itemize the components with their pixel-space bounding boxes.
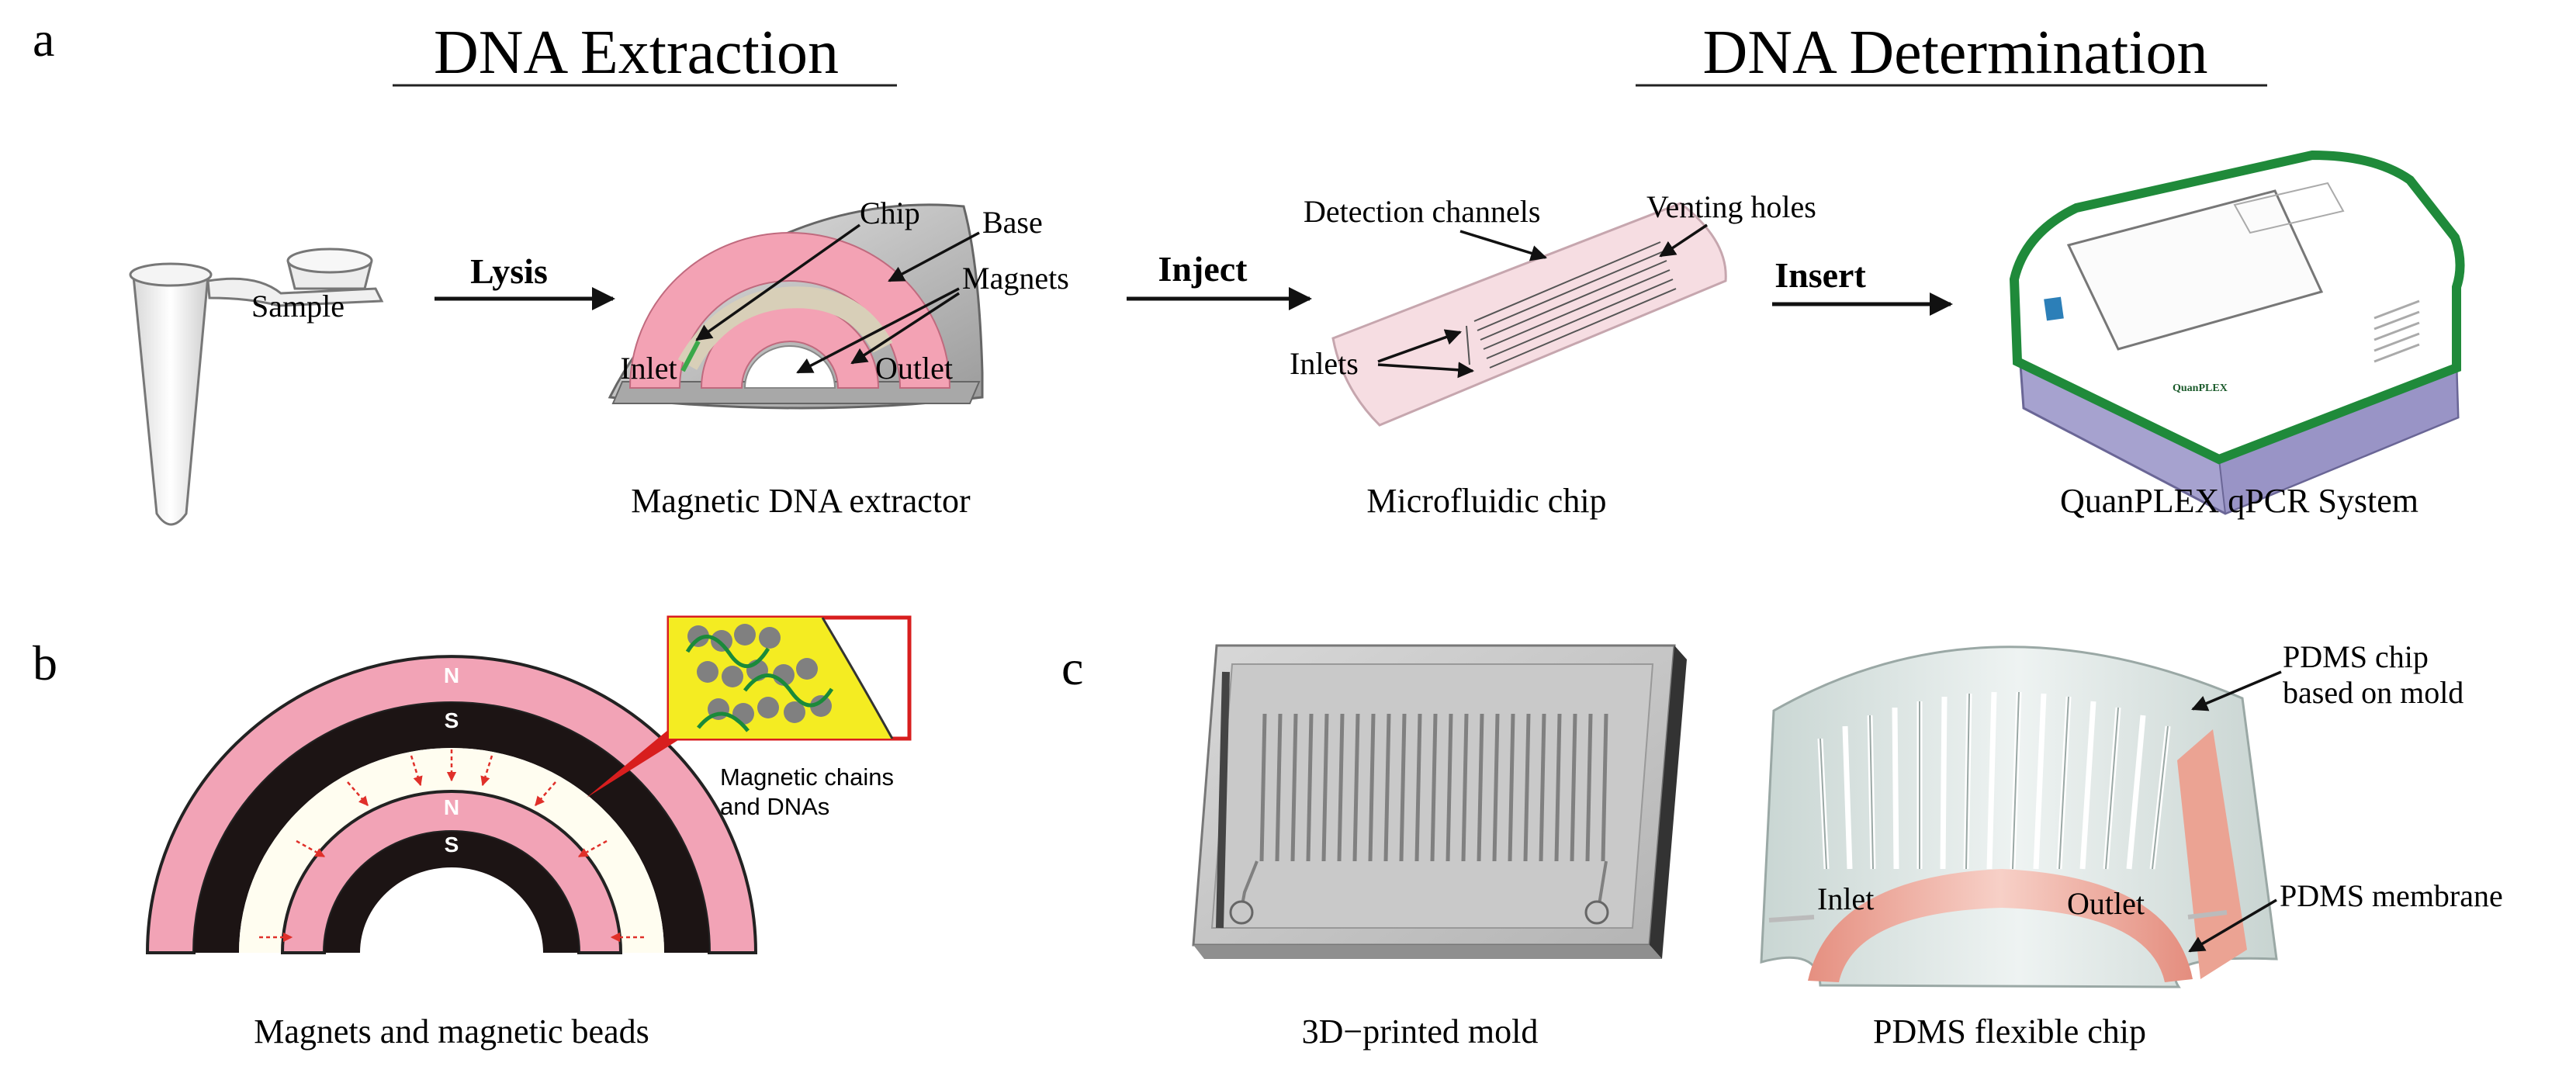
pole-n-outer: N <box>444 663 459 687</box>
sample-tube <box>129 248 384 526</box>
leader-pdms-membrane <box>2188 898 2277 953</box>
label-inlets: Inlets <box>1290 346 1359 381</box>
inset-label-line2: and DNAs <box>720 793 829 820</box>
leader-detection-channels <box>1459 230 1548 261</box>
panel-letter-a: a <box>33 12 54 67</box>
sample-label: Sample <box>251 289 345 324</box>
caption-qpcr-system: QuanPLEX qPCR System <box>2060 482 2418 520</box>
caption-microfluidic-chip: Microfluidic chip <box>1366 482 1606 520</box>
pdms-flexible-chip <box>1760 646 2278 988</box>
label-chip: Chip <box>860 196 920 230</box>
pole-s-outer: S <box>445 708 459 732</box>
label-extractor-outlet: Outlet <box>875 351 953 386</box>
step-insert: Insert <box>1774 255 1866 295</box>
panel-letter-b: b <box>33 635 57 691</box>
label-venting-holes: Venting holes <box>1646 189 1816 224</box>
leader-inlets-2 <box>1377 362 1475 379</box>
label-pdms-inlet: Inlet <box>1817 881 1874 916</box>
magnets-diagram <box>145 655 758 954</box>
leader-pdms-chip <box>2191 670 2282 711</box>
label-base: Base <box>982 205 1043 240</box>
caption-magnets: Magnets and magnetic beads <box>254 1012 649 1051</box>
caption-mold: 3D−printed mold <box>1302 1012 1539 1051</box>
step-inject: Inject <box>1158 249 1248 289</box>
microfluidic-chip <box>1331 202 1727 427</box>
pole-n-inner: N <box>444 795 459 819</box>
leader-magnets-2 <box>850 292 960 365</box>
pole-s-inner: S <box>445 832 459 857</box>
leader-chip <box>695 223 861 341</box>
label-extractor-inlet: Inlet <box>620 351 677 386</box>
leader-venting-holes <box>1659 223 1708 258</box>
field-lines <box>259 749 644 943</box>
leader-inlets-1 <box>1377 329 1462 363</box>
title-dna-extraction: DNA Extraction <box>434 19 839 87</box>
inset-label-line1: Magnetic chains <box>720 763 894 791</box>
leader-magnets-1 <box>796 287 960 374</box>
label-pdms-chip-line1: PDMS chip <box>2283 639 2429 674</box>
label-pdms-outlet: Outlet <box>2067 886 2145 921</box>
qpcr-instrument <box>2009 150 2465 515</box>
label-magnets: Magnets <box>962 261 1069 296</box>
title-dna-determination: DNA Determination <box>1703 19 2208 87</box>
leader-base <box>888 231 980 282</box>
label-pdms-chip-line2: based on mold <box>2283 675 2463 710</box>
magnetic-dna-extractor <box>608 203 984 410</box>
caption-extractor: Magnetic DNA extractor <box>631 482 971 520</box>
printed-mold <box>1192 644 1687 959</box>
magnetic-chains-inset <box>587 615 912 798</box>
qpcr-brand-mark: QuanPLEX <box>2173 382 2228 394</box>
label-detection-channels: Detection channels <box>1304 194 1540 229</box>
caption-pdms-chip: PDMS flexible chip <box>1873 1012 2146 1051</box>
label-pdms-membrane: PDMS membrane <box>2280 878 2503 913</box>
step-lysis: Lysis <box>470 251 548 291</box>
panel-letter-c: c <box>1061 640 1083 695</box>
